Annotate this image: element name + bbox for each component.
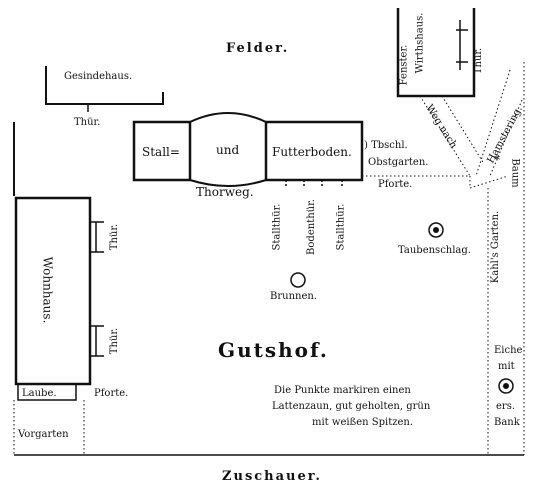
label-thuer-w1: Thür. [109, 223, 121, 251]
label-thuer-gesinde: Thür. [74, 117, 101, 128]
label-stallthuer-1: Stallthür. [271, 203, 283, 251]
taubenschlag-marker [428, 222, 444, 238]
wohnhaus-building [14, 196, 92, 386]
label-pforte-top: Pforte. [378, 179, 413, 190]
label-felder: Felder. [226, 41, 290, 56]
label-baum: Baum [509, 158, 521, 188]
laube-box [17, 384, 77, 401]
label-obstgarten: Obstgarten. [368, 157, 429, 168]
eiche-marker [498, 378, 514, 394]
taubenschlag-dot [433, 227, 439, 233]
road-right-2 [489, 99, 523, 177]
road-left-2 [441, 95, 485, 165]
label-stallthuer-2: Stallthür. [335, 203, 347, 251]
road-right [475, 69, 511, 177]
label-gesindehaus: Gesindehaus. [64, 71, 133, 82]
label-mit: mit [498, 361, 515, 372]
label-tbschl: ) Tbschl. [364, 140, 408, 151]
label-fenster: Fenster. [398, 44, 410, 86]
label-zuschauer: Zuschauer. [222, 469, 322, 484]
stall-roof-arc [189, 112, 267, 187]
label-futterboden: Futterboden. [272, 145, 352, 159]
label-brunnen: Brunnen. [270, 291, 317, 302]
note-line-2: Lattenzaun, gut geholten, grün [272, 401, 431, 412]
label-vorgarten: Vorgarten [18, 429, 69, 440]
label-wirthshaus: Wirthshaus. [414, 12, 426, 74]
label-taubenschlag: Taubenschlag. [398, 245, 471, 256]
label-thorweg: Thorweg. [196, 185, 254, 199]
label-bodenthuer: Bodenthür. [305, 199, 317, 255]
brunnen-circle [290, 272, 306, 288]
stall-door-marks [285, 180, 343, 188]
wohnhaus-door-2 [90, 325, 104, 357]
label-laube: Laube. [22, 388, 57, 399]
label-stall: Stall= [142, 145, 180, 159]
eiche-dot [503, 383, 509, 389]
label-wohnhaus: Wohnhaus. [40, 256, 55, 324]
gesindehaus-wall [45, 66, 164, 105]
label-pforte-bottom: Pforte. [94, 388, 129, 399]
wirthshaus-door [456, 20, 468, 70]
label-kahls-garten: Kahl's Garten. [490, 210, 502, 284]
label-eiche: Eiche [494, 345, 523, 356]
label-thuer-w2: Thür. [109, 327, 121, 355]
note-line-3: mit weißen Spitzen. [312, 417, 414, 428]
wirthshaus-building [396, 8, 476, 98]
label-bank: Bank [494, 417, 520, 428]
label-ers: ers. [496, 401, 516, 412]
wohnhaus-door-1 [90, 221, 104, 253]
label-star: * [494, 153, 500, 167]
label-thuer-wirths: Thür. [473, 47, 485, 75]
label-und: und [216, 143, 240, 157]
futterboden-building [264, 120, 364, 182]
label-gutshof: Gutshof. [218, 338, 329, 362]
note-line-1: Die Punkte markiren einen [274, 385, 411, 396]
